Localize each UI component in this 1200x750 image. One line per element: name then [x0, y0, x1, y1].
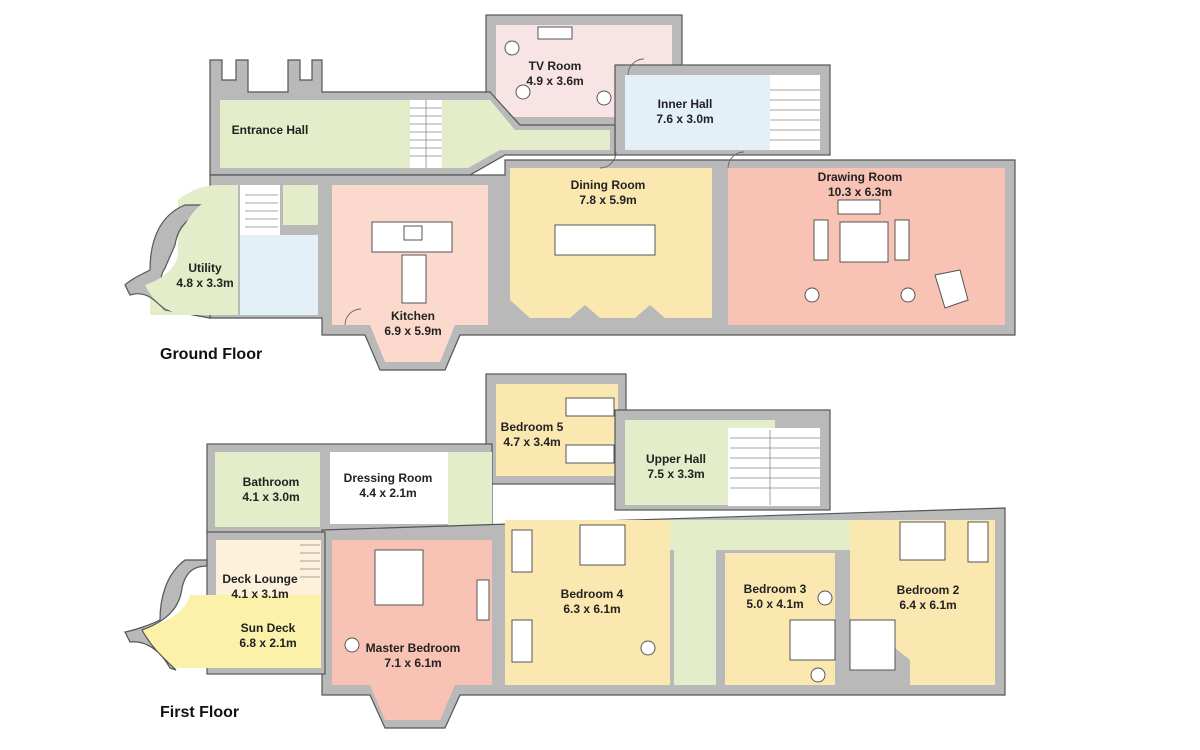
lobby-floor — [240, 185, 280, 235]
bedroom-4-dims: 6.3 x 6.1m — [563, 602, 620, 616]
dressing-room-floor — [330, 452, 448, 524]
bedroom-2-ensuite — [849, 619, 896, 671]
master-wardrobe — [476, 579, 490, 621]
bedroom-4-floor — [505, 520, 670, 685]
upper-hall-name: Upper Hall — [646, 452, 706, 466]
door-kitchen — [344, 308, 362, 326]
tv-room-chair-1 — [504, 40, 520, 56]
drawing-room-chair-1 — [804, 287, 820, 303]
entrance-stairs — [410, 100, 442, 168]
master-bed — [374, 549, 424, 606]
upper-corridor-floor — [670, 520, 850, 550]
bedroom-3-dims: 5.0 x 4.1m — [746, 597, 803, 611]
bedroom-5-bed-1 — [565, 397, 615, 417]
sun-deck-dims: 6.8 x 2.1m — [239, 636, 296, 650]
first-floor-title: First Floor — [160, 704, 239, 721]
deck-lounge-stairs — [300, 544, 320, 578]
inner-hall-floor — [625, 75, 770, 150]
bedroom-5-name: Bedroom 5 — [501, 420, 564, 434]
door-dining — [599, 151, 617, 169]
bedroom-4-name: Bedroom 4 — [561, 587, 624, 601]
ground-floor-title: Ground Floor — [160, 346, 262, 363]
utility-floor-bay — [145, 185, 238, 315]
tv-room-sofa — [537, 26, 573, 40]
back-hall-floor — [240, 235, 318, 315]
upper-hall-stairs — [730, 430, 820, 505]
tv-room-dims: 4.9 x 3.6m — [526, 74, 583, 88]
door-tv-room — [627, 58, 645, 76]
dressing-room-dims: 4.4 x 2.1m — [359, 486, 416, 500]
ground-floor: TV Room 4.9 x 3.6m Inner Hall 7.6 x 3.0m… — [124, 14, 1016, 371]
inner-hall-name: Inner Hall — [658, 97, 713, 111]
inner-hall-stairs — [770, 89, 820, 141]
bedroom-2-dims: 6.4 x 6.1m — [899, 598, 956, 612]
bedroom-2-bed-1 — [899, 521, 946, 561]
deck-lounge-name: Deck Lounge — [222, 572, 298, 586]
bedroom-3-name: Bedroom 3 — [744, 582, 807, 596]
drawing-room-dims: 10.3 x 6.3m — [828, 185, 892, 199]
drawing-room-sofa-right — [894, 219, 910, 261]
wc-floor — [283, 185, 318, 225]
sun-deck-name: Sun Deck — [241, 621, 296, 635]
drawing-room-name: Drawing Room — [818, 170, 903, 184]
deck-lounge-floor — [216, 540, 321, 595]
upper-hall-dims: 7.5 x 3.3m — [647, 467, 704, 481]
kitchen-hob — [403, 225, 423, 241]
first-floor: Bedroom 5 4.7 x 3.4m Upper Hall 7.5 x 3.… — [124, 373, 1006, 729]
dining-table — [554, 224, 656, 256]
tv-room-name: TV Room — [529, 59, 582, 73]
tv-room-chair-2 — [515, 84, 531, 100]
dining-room-name: Dining Room — [571, 178, 646, 192]
tv-room-chair-3 — [596, 90, 612, 106]
bedroom-3-ensuite-floor — [674, 550, 716, 685]
bedroom-3-chair-2 — [810, 667, 826, 683]
utility-name: Utility — [188, 261, 222, 275]
drawing-room-rug — [839, 221, 889, 263]
bedroom-4-chair — [640, 640, 656, 656]
kitchen-dims: 6.9 x 5.9m — [384, 324, 441, 338]
entrance-hall-name: Entrance Hall — [232, 123, 309, 137]
bedroom-4-bed-3 — [579, 524, 626, 566]
master-chair — [344, 637, 360, 653]
drawing-room-piano — [934, 269, 969, 309]
bathroom-dims: 4.1 x 3.0m — [242, 490, 299, 504]
bedroom-4-bed-2 — [511, 619, 533, 663]
dressing-room-name: Dressing Room — [344, 471, 433, 485]
bedroom-2-bed-2 — [967, 521, 989, 563]
drawing-room-sofa-left — [813, 219, 829, 261]
kitchen-name: Kitchen — [391, 309, 435, 323]
bedroom-3-chair — [817, 590, 833, 606]
master-bedroom-name: Master Bedroom — [366, 641, 461, 655]
upper-hall-stair-floor — [728, 428, 820, 506]
utility-dims: 4.8 x 3.3m — [176, 276, 233, 290]
bedroom-5-bed-2 — [565, 444, 615, 464]
door-drawing — [727, 151, 745, 169]
utility-bay-wall — [124, 204, 211, 319]
landing-floor — [448, 452, 492, 527]
inner-hall-dims: 7.6 x 3.0m — [656, 112, 713, 126]
inner-hall-stair-floor — [770, 75, 820, 150]
master-bedroom-dims: 7.1 x 6.1m — [384, 656, 441, 670]
bedroom-2-name: Bedroom 2 — [897, 583, 960, 597]
back-hall-stairs — [245, 194, 278, 228]
bedroom-3-bed — [789, 619, 836, 661]
bedroom-5-dims: 4.7 x 3.4m — [503, 435, 560, 449]
bathroom-name: Bathroom — [243, 475, 300, 489]
bedroom-4-bed-1 — [511, 529, 533, 573]
bedroom-3-floor — [725, 553, 835, 685]
bedroom-2-floor — [850, 520, 995, 685]
bathroom-floor — [215, 452, 320, 527]
dining-room-dims: 7.8 x 5.9m — [579, 193, 636, 207]
deck-lounge-dims: 4.1 x 3.1m — [231, 587, 288, 601]
drawing-room-sofa-top — [837, 199, 881, 215]
drawing-room-chair-2 — [900, 287, 916, 303]
sun-deck-floor — [140, 595, 321, 668]
sun-deck-bay-wall — [124, 559, 208, 671]
kitchen-table — [401, 254, 427, 304]
master-bedroom-floor — [332, 540, 492, 720]
